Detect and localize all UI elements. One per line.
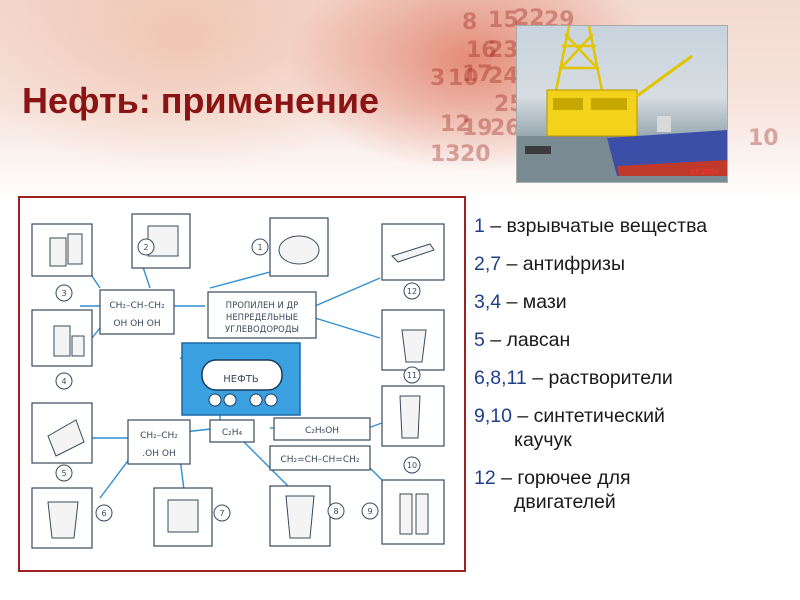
legend-text: – синтетический xyxy=(512,405,665,427)
propylene-box-line: УГЛЕВОДОРОДЫ xyxy=(225,325,299,335)
diagram-number-9: 9 xyxy=(367,507,372,516)
center-label: НЕФТЬ xyxy=(223,374,259,385)
background-digit: 13 xyxy=(430,142,461,167)
diagram-number-10: 10 xyxy=(407,461,417,470)
legend-number: 6,8,11 xyxy=(474,367,527,389)
glycerol-formula-bottom: OH OH OH xyxy=(113,319,160,329)
oil-platform-photo: 17 2004 xyxy=(516,25,728,183)
legend-item: 6,8,11 – растворители xyxy=(474,366,796,390)
diagram-number-2: 2 xyxy=(143,243,148,252)
diagram-number-12: 12 xyxy=(407,287,417,296)
legend-text: – антифризы xyxy=(501,253,625,275)
diagram-number-1: 1 xyxy=(257,243,262,252)
legend-number: 5 xyxy=(474,329,485,351)
background-digit: 10 xyxy=(448,66,479,91)
legend-number: 9,10 xyxy=(474,405,512,427)
ethylene-formula: C₂H₄ xyxy=(222,428,243,438)
diagram-svg: НЕФТЬ ПРОПИЛЕН И ДР НЕПРЕДЕЛЬНЫЕ УГЛЕВОДОРО… xyxy=(20,198,464,570)
legend-number: 3,4 xyxy=(474,291,501,313)
legend-item: 1 – взрывчатые вещества xyxy=(474,214,796,238)
legend-item: 2,7 – антифризы xyxy=(474,252,796,276)
diagram-number-4: 4 xyxy=(61,377,66,386)
slide-title: Нефть: применение xyxy=(22,80,379,122)
legend-number: 12 xyxy=(474,467,496,489)
background-digit: 24 xyxy=(488,64,519,89)
legend-text: – горючее для xyxy=(496,467,631,489)
legend-continuation: каучук xyxy=(474,428,796,452)
diagram-number-7: 7 xyxy=(219,509,224,518)
diagram-number-8: 8 xyxy=(333,507,338,516)
oil-products-diagram: НЕФТЬ ПРОПИЛЕН И ДР НЕПРЕДЕЛЬНЫЕ УГЛЕВОДОРО… xyxy=(18,196,466,572)
background-digit: 8 xyxy=(462,10,477,35)
legend-item: 3,4 – мази xyxy=(474,290,796,314)
diagram-number-6: 6 xyxy=(101,509,106,518)
propylene-box-line: ПРОПИЛЕН И ДР xyxy=(226,301,299,311)
propylene-box-line: НЕПРЕДЕЛЬНЫЕ xyxy=(226,313,298,323)
background-digit: 3 xyxy=(430,66,445,91)
legend-continuation: двигателей xyxy=(474,490,796,514)
photo-date-stamp: 17 2004 xyxy=(690,168,719,176)
background-digit: 19 xyxy=(462,116,493,141)
legend-text: – взрывчатые вещества xyxy=(485,215,707,237)
glycol-formula-top: CH₂–CH₂ xyxy=(140,431,178,441)
background-digit: 20 xyxy=(460,142,491,167)
glycol-formula-bottom: .OH OH xyxy=(142,449,175,459)
background-digit: 10 xyxy=(748,126,779,151)
legend-number: 1 xyxy=(474,215,485,237)
legend-text: – лавсан xyxy=(485,329,570,351)
legend-number: 2,7 xyxy=(474,253,501,275)
diagram-number-3: 3 xyxy=(61,289,66,298)
ethanol-formula: C₂H₅OH xyxy=(305,426,339,436)
legend-text: – мази xyxy=(501,291,567,313)
glycerol-formula-top: CH₂–CH–CH₂ xyxy=(109,301,165,311)
diagram-number-5: 5 xyxy=(61,469,66,478)
background-digit: 23 xyxy=(488,38,519,63)
legend-text: – растворители xyxy=(527,367,673,389)
diagram-number-11: 11 xyxy=(407,371,417,380)
butadiene-formula: CH₂=CH–CH=CH₂ xyxy=(280,455,359,465)
legend-item: 5 – лавсан xyxy=(474,328,796,352)
